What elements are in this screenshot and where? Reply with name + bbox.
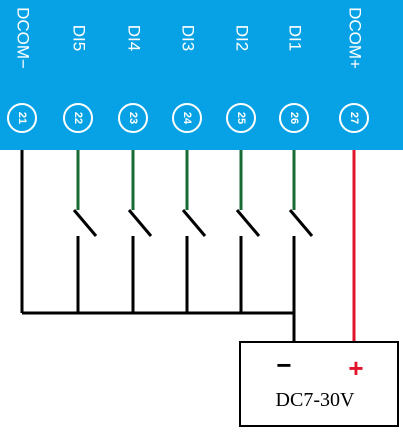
wire-group — [20, 150, 356, 342]
switch-contact — [127, 209, 153, 237]
terminal-label: DI2 — [233, 25, 252, 51]
terminal-number: 24 — [181, 112, 193, 125]
terminal-label: DI5 — [70, 25, 89, 51]
terminal-number: 27 — [348, 112, 360, 124]
terminal-circle — [63, 103, 93, 133]
terminal-circle — [339, 103, 369, 133]
switch-contact — [181, 209, 207, 237]
terminal-label: DI1 — [286, 25, 305, 51]
terminal-label: DI3 — [179, 25, 198, 51]
terminal-label: DCOM− — [14, 7, 33, 69]
terminal-number: 23 — [127, 112, 139, 124]
switch-contact — [288, 209, 314, 237]
terminal-circle — [226, 103, 256, 133]
supply-voltage-label: DC7-30V — [276, 389, 355, 411]
terminal-number: 26 — [288, 112, 300, 124]
terminal-circle — [7, 103, 37, 133]
terminal-group: DCOM− 21 DI5 22 DI4 23 DI3 24 DI2 25 DI1 26 DCOM+ 27 — [7, 7, 369, 133]
terminal-circle — [279, 103, 309, 133]
terminal-label: DI4 — [125, 25, 144, 51]
terminal-circle — [172, 103, 202, 133]
terminal-number: 21 — [16, 112, 28, 124]
terminal-circle — [118, 103, 148, 133]
switch-contact — [235, 209, 261, 237]
power-supply-box — [239, 341, 399, 427]
supply-plus-sign: + — [348, 353, 363, 383]
supply-minus-sign: − — [276, 350, 291, 380]
terminal-label: DCOM+ — [346, 7, 365, 69]
switch-contact — [72, 209, 98, 237]
terminal-block — [0, 0, 403, 150]
terminal-number: 22 — [72, 112, 84, 124]
terminal-number: 25 — [235, 112, 247, 124]
